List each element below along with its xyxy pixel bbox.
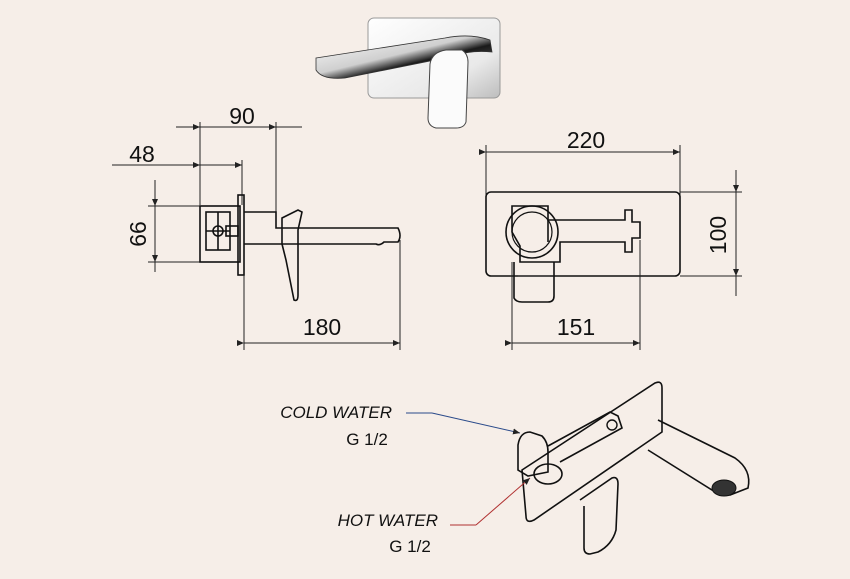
dim-100: 100 [705, 216, 731, 254]
front-view [479, 145, 742, 350]
isometric-view [517, 381, 750, 555]
dim-151: 151 [557, 314, 595, 340]
hot-water-label: HOT WATER [338, 511, 438, 530]
cold-water-label: COLD WATER [280, 403, 392, 422]
cold-water-arrow [431, 412, 521, 435]
cold-water-size: G 1/2 [346, 430, 388, 449]
side-view [112, 122, 401, 350]
dim-48: 48 [129, 141, 155, 167]
hot-water-size: G 1/2 [389, 537, 431, 556]
dim-66: 66 [125, 221, 151, 247]
dim-180: 180 [303, 314, 341, 340]
hot-water-arrow [475, 477, 531, 526]
dim-90: 90 [229, 103, 255, 129]
dim-220: 220 [567, 127, 605, 153]
product-photo [315, 17, 501, 129]
